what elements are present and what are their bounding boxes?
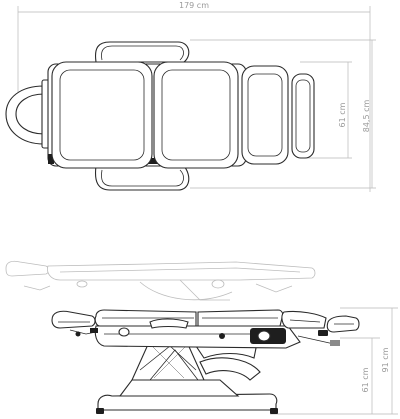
label-84-5cm: 84,5 cm — [362, 100, 371, 133]
legrest-top — [241, 65, 289, 165]
dimension-side-61: 61 cm — [270, 337, 398, 415]
label-61cm-top: 61 cm — [338, 102, 347, 127]
armrest-top-lower — [94, 165, 190, 191]
headrest-top — [5, 85, 45, 145]
armrest-top-upper — [94, 41, 190, 63]
reclined-ghost-outline — [5, 260, 316, 301]
top-view: 179 cm 61 cm 84,5 cm — [5, 1, 376, 192]
label-61cm-side: 61 cm — [361, 367, 370, 392]
base — [97, 393, 278, 411]
headrest-side — [51, 310, 96, 329]
label-179cm: 179 cm — [179, 1, 209, 10]
dimension-side-91: 91 cm — [340, 307, 398, 414]
dimension-top-61: 61 cm — [300, 61, 352, 159]
seat-cushion-top — [153, 61, 239, 169]
dimension-top-84-5: 84,5 cm — [190, 39, 376, 189]
backrest-cushion-top — [51, 61, 153, 169]
legrest-side — [281, 310, 327, 329]
dimension-top-width: 179 cm — [17, 1, 371, 192]
side-view: 91 cm 61 cm — [5, 260, 398, 415]
armrest-side — [149, 318, 189, 329]
label-91cm: 91 cm — [381, 347, 390, 372]
footrest-top — [291, 73, 315, 159]
